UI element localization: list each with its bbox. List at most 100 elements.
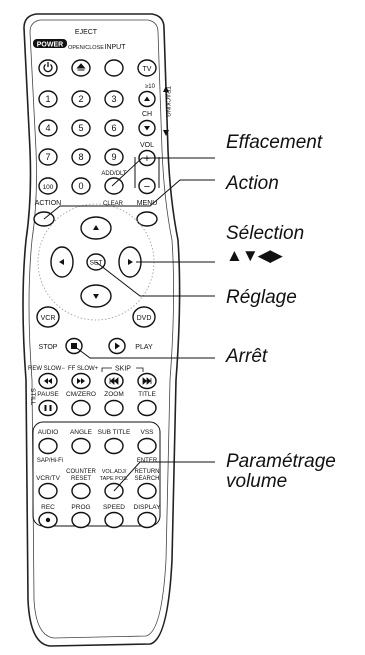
power-icon xyxy=(43,62,53,73)
tv-label: TV xyxy=(143,66,152,73)
callout-volume: volume xyxy=(226,471,288,492)
dpad-up-button[interactable] xyxy=(80,216,112,240)
digit-7-label: 7 xyxy=(45,152,50,162)
subtitle-button[interactable] xyxy=(104,437,124,455)
power-label: POWER xyxy=(37,42,63,49)
zoom-button[interactable] xyxy=(104,399,124,417)
skip-label-bg xyxy=(112,364,136,372)
vss-label: VSS xyxy=(140,429,154,436)
enter-label: ENTER xyxy=(137,458,158,464)
skip-forward-icon xyxy=(142,377,152,385)
menu-label: MENU xyxy=(137,200,158,207)
callout-effacement: Effacement xyxy=(226,132,323,153)
menu-button[interactable] xyxy=(136,211,158,227)
digit-8-button[interactable]: 8 xyxy=(71,148,91,166)
play-label: PLAY xyxy=(135,344,153,351)
ge10-label: ≥10 xyxy=(145,84,156,90)
digit-3-label: 3 xyxy=(111,94,116,104)
vol-label: VOL xyxy=(140,142,154,149)
angle-button[interactable] xyxy=(71,437,91,455)
digit-3-button[interactable]: 3 xyxy=(104,90,124,108)
display-label: DISPLAY xyxy=(134,504,162,511)
digit-2-button[interactable]: 2 xyxy=(71,90,91,108)
sap-hifi-label: SAP/Hi-Fi xyxy=(37,458,63,464)
power-button[interactable] xyxy=(38,59,58,77)
digit-5-button[interactable]: 5 xyxy=(71,119,91,137)
vol-bracket xyxy=(134,157,160,188)
rewind-button[interactable] xyxy=(38,372,58,390)
zoom-label: ZOOM xyxy=(104,391,124,398)
still-label: STILL xyxy=(29,388,36,406)
chevron-up-icon xyxy=(144,96,150,101)
play-icon xyxy=(115,342,120,350)
angle-label: ANGLE xyxy=(70,429,93,436)
digit-0-label: 0 xyxy=(78,181,83,191)
vol-adj-label: VOL.ADJ/ xyxy=(102,469,127,475)
digit-7-button[interactable]: 7 xyxy=(38,148,58,166)
digit-1-label: 1 xyxy=(45,94,50,104)
leader-lines xyxy=(43,157,215,492)
skip-back-icon xyxy=(109,377,119,385)
leader-reglage xyxy=(95,261,215,297)
digit-2-label: 2 xyxy=(78,94,83,104)
arrow-up-icon xyxy=(93,225,99,230)
pause-button[interactable] xyxy=(38,399,58,417)
add-dlt-label: ADD/DLT xyxy=(101,171,127,177)
digit-100-button[interactable]: 100 xyxy=(38,177,58,195)
audio-button[interactable] xyxy=(38,437,58,455)
vcr-tv-button[interactable] xyxy=(38,482,58,500)
rec-label: REC xyxy=(41,504,55,511)
counter-label: COUNTER xyxy=(66,469,96,475)
return-search-button[interactable] xyxy=(137,482,157,500)
digit-0-button[interactable]: 0 xyxy=(71,177,91,195)
cm-zero-button[interactable] xyxy=(71,399,91,417)
clear-label: CLEAR xyxy=(103,201,124,207)
leader-arret xyxy=(73,345,215,359)
channel-down-button[interactable] xyxy=(138,119,156,137)
callout-action: Action xyxy=(226,173,279,194)
audio-label: AUDIO xyxy=(38,429,59,436)
fast-forward-button[interactable] xyxy=(71,372,91,390)
channel-up-button[interactable] xyxy=(138,90,156,108)
plus-icon: + xyxy=(144,153,150,165)
rew-slow-label: REW SLOW− xyxy=(28,366,65,372)
prog-button[interactable] xyxy=(71,511,91,529)
counter-reset-button[interactable] xyxy=(71,482,91,500)
title-button[interactable] xyxy=(137,399,157,417)
display-button[interactable] xyxy=(137,511,157,529)
speed-label: SPEED xyxy=(103,504,125,511)
volume-down-button[interactable]: − xyxy=(138,177,156,195)
chevron-down-icon xyxy=(144,126,150,131)
action-label: ACTION xyxy=(35,200,61,207)
digit-6-label: 6 xyxy=(111,123,116,133)
tracking-arrow-up-icon xyxy=(163,86,169,92)
input-button[interactable] xyxy=(104,59,124,77)
tv-button[interactable]: TV xyxy=(137,59,157,77)
vcr-button[interactable]: VCR xyxy=(36,306,60,328)
vss-button[interactable] xyxy=(137,437,157,455)
stop-label: STOP xyxy=(39,344,58,351)
pause-icon xyxy=(44,405,52,411)
dpad-down-button[interactable] xyxy=(80,284,112,308)
leader-effacement xyxy=(111,157,215,187)
eject-button[interactable] xyxy=(71,59,91,77)
speed-button[interactable] xyxy=(104,511,124,529)
skip-forward-button[interactable] xyxy=(137,372,157,390)
tracking-label: TRACKING xyxy=(164,86,170,117)
skip-back-button[interactable] xyxy=(104,372,124,390)
digit-6-button[interactable]: 6 xyxy=(104,119,124,137)
rec-button[interactable] xyxy=(38,511,58,529)
dvd-button[interactable]: DVD xyxy=(132,306,156,328)
cm-zero-label: CM/ZERO xyxy=(66,391,96,398)
leader-parametrage xyxy=(113,461,215,492)
digit-9-button[interactable]: 9 xyxy=(104,148,124,166)
reset-label: RESET xyxy=(71,476,91,482)
add-dlt-button[interactable] xyxy=(104,177,124,195)
remote-outline xyxy=(22,13,181,647)
digit-4-button[interactable]: 4 xyxy=(38,119,58,137)
arrow-left-icon xyxy=(59,259,64,265)
digit-1-button[interactable]: 1 xyxy=(38,90,58,108)
dpad-left-button[interactable] xyxy=(50,246,74,278)
return-label: RETURN xyxy=(135,469,160,475)
play-button[interactable] xyxy=(108,337,126,355)
